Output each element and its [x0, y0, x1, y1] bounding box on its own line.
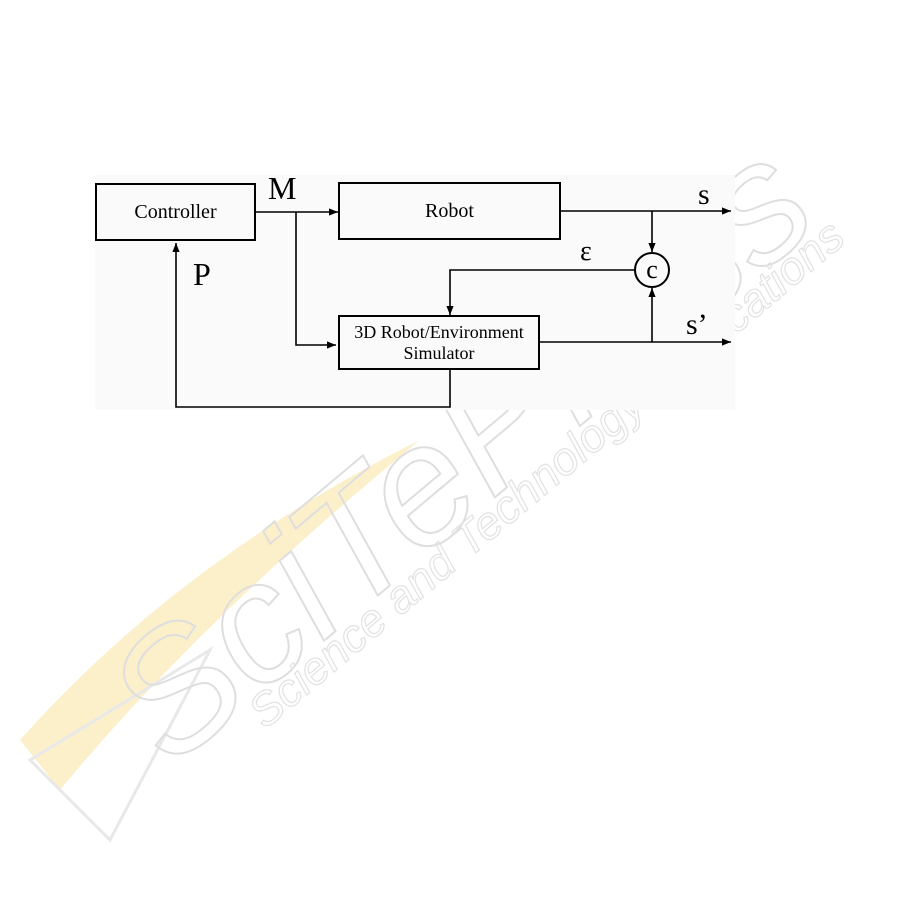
arrow-error-to-simulator [450, 270, 634, 315]
simulator-block: 3D Robot/Environment Simulator [338, 315, 540, 370]
simulator-label-line2: Simulator [404, 343, 475, 363]
signal-label-m: M [268, 172, 296, 204]
signal-label-s: s [698, 180, 710, 210]
signal-label-s-prime: s’ [686, 310, 708, 340]
simulator-label-line1: 3D Robot/Environment [354, 322, 524, 342]
robot-block: Robot [338, 182, 561, 240]
comparator-label: c [646, 255, 658, 285]
controller-block: Controller [95, 183, 256, 241]
robot-label: Robot [425, 200, 474, 223]
comparator-node: c [634, 252, 670, 288]
controller-label: Controller [134, 201, 216, 224]
arrow-m-to-simulator [296, 212, 336, 345]
signal-label-p: P [193, 258, 211, 290]
signal-label-epsilon: ε [580, 238, 592, 266]
